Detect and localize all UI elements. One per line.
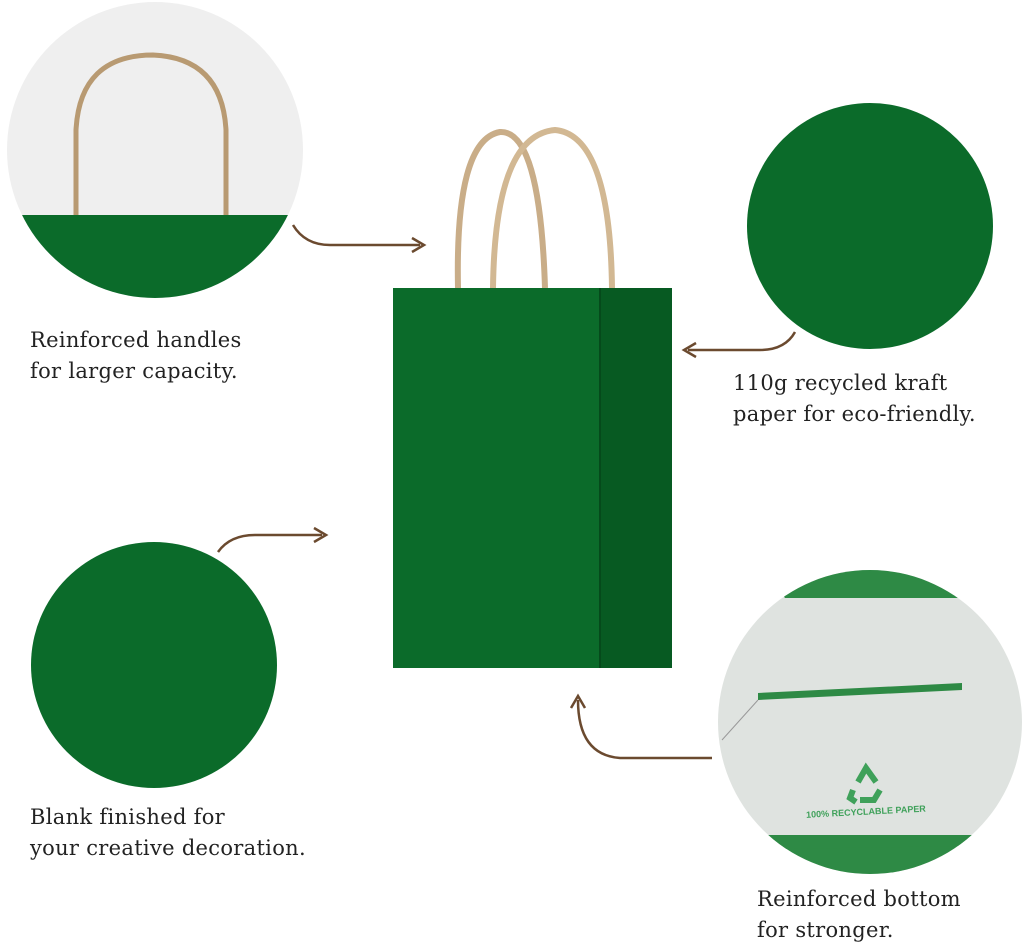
caption-line: 110g recycled kraft [733,371,948,395]
arrows [216,224,797,760]
caption-line: Blank finished for [30,805,226,829]
feature-blank-caption: Blank finished for your creative decorat… [30,802,306,864]
feature-handles-caption: Reinforced handles for larger capacity. [30,325,242,387]
recycle-icon [846,762,883,805]
blank-surface-circle [31,542,277,788]
gift-bag [393,126,672,668]
arrow-blank [216,533,322,553]
arrow-handles [291,224,420,247]
kraft-paper-circle [747,103,993,349]
feature-bottom-caption: Reinforced bottom for stronger. [757,884,961,946]
caption-line: your creative decoration. [30,836,306,860]
caption-line: Reinforced bottom [757,887,961,911]
caption-line: for larger capacity. [30,359,238,383]
caption-line: for stronger. [757,918,894,942]
caption-line: paper for eco-friendly. [733,402,976,426]
feature-paper-caption: 110g recycled kraft paper for eco-friend… [733,368,976,430]
handle-detail-circle [7,2,303,298]
arrow-paper [688,331,797,352]
arrow-bottom [576,699,712,760]
bottom-detail-circle [718,570,1022,874]
caption-line: Reinforced handles [30,328,242,352]
